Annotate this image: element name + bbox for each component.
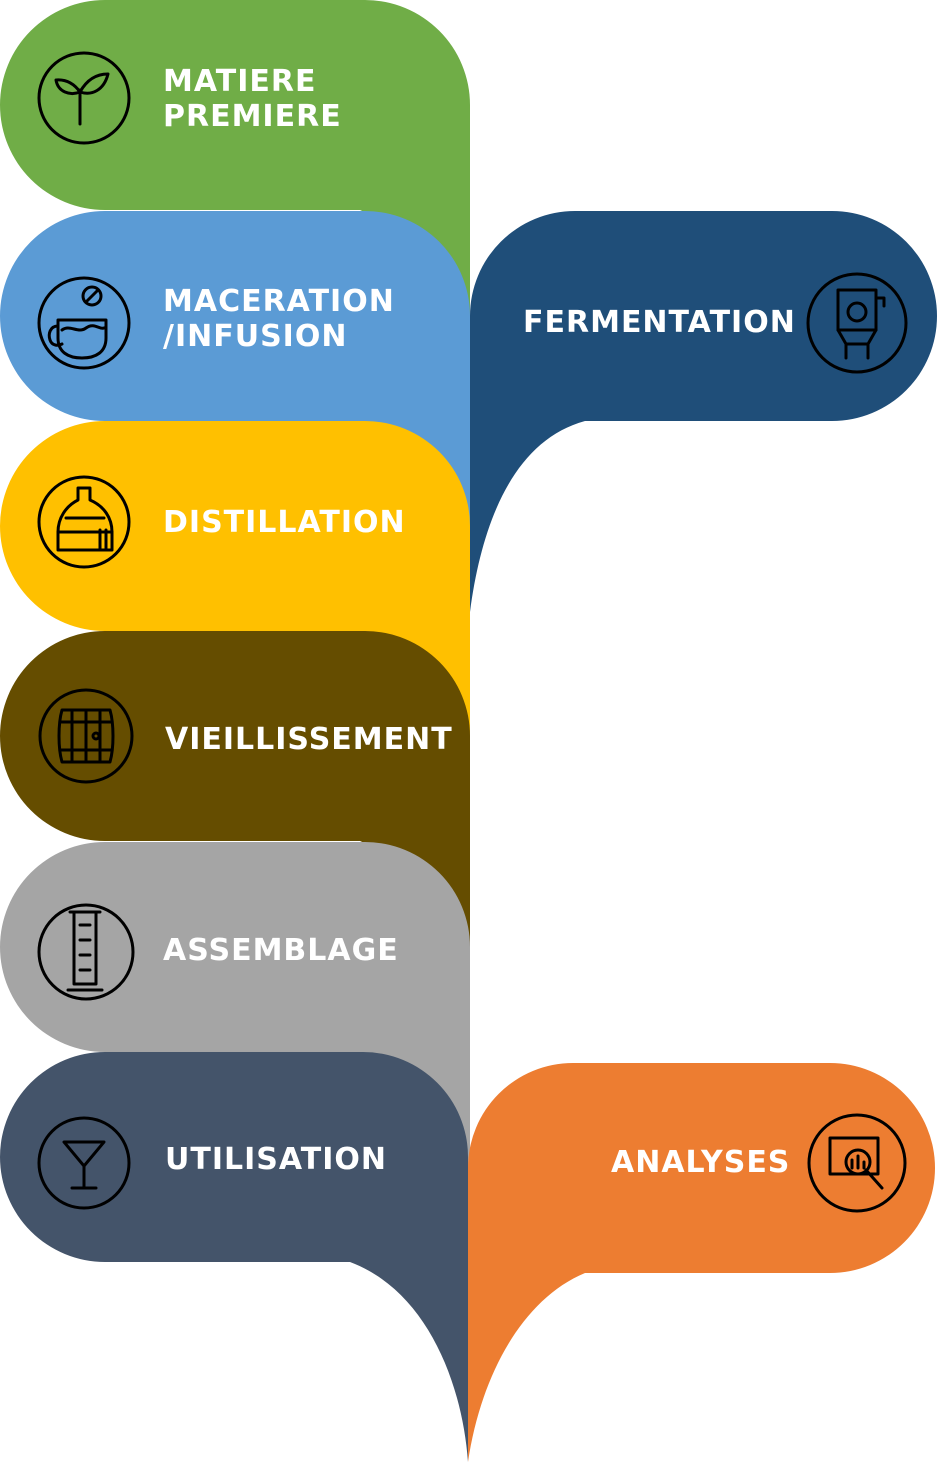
step-label-assemblage: ASSEMBLAGE bbox=[163, 933, 399, 968]
graduated-cylinder-icon bbox=[37, 903, 135, 1001]
step-label-fermentation: FERMENTATION bbox=[523, 305, 796, 340]
cocktail-glass-icon bbox=[37, 1116, 131, 1210]
barrel-icon bbox=[38, 688, 134, 784]
step-label-analyses: ANALYSES bbox=[611, 1145, 790, 1180]
step-label-maceration: MACERATION /INFUSION bbox=[163, 284, 395, 354]
magnifier-chart-icon bbox=[807, 1113, 907, 1213]
step-label-line: MACERATION bbox=[163, 284, 395, 319]
sprout-icon bbox=[37, 51, 131, 145]
step-label-line: UTILISATION bbox=[165, 1142, 387, 1177]
bubble-distillation bbox=[0, 421, 470, 1040]
bubble-maceration bbox=[0, 211, 470, 612]
step-label-line: FERMENTATION bbox=[523, 305, 796, 340]
step-label-line: MATIERE bbox=[163, 64, 317, 99]
step-label-line: ANALYSES bbox=[611, 1145, 791, 1180]
step-label-distillation: DISTILLATION bbox=[163, 505, 406, 540]
bubble-fermentation bbox=[470, 211, 937, 612]
bubble-utilisation bbox=[0, 1052, 468, 1462]
bubble-analyses bbox=[468, 1063, 935, 1462]
still-icon bbox=[37, 475, 131, 569]
bubble-vieillissement bbox=[0, 631, 470, 1040]
bubble-matiere-premiere bbox=[0, 0, 470, 612]
step-label-line: DISTILLATION bbox=[163, 505, 406, 540]
teacup-leaf-icon bbox=[37, 276, 131, 370]
fermentation-tank-icon bbox=[806, 272, 908, 374]
step-label-line: ASSEMBLAGE bbox=[163, 933, 399, 968]
step-label-matiere-premiere: MATIERE PREMIERE bbox=[163, 64, 342, 134]
step-label-line: /INFUSION bbox=[163, 319, 348, 354]
step-label-line: PREMIERE bbox=[163, 99, 342, 134]
step-label-line: VIEILLISSEMENT bbox=[165, 722, 453, 757]
step-label-utilisation: UTILISATION bbox=[165, 1142, 387, 1177]
step-label-vieillissement: VIEILLISSEMENT bbox=[165, 722, 453, 757]
